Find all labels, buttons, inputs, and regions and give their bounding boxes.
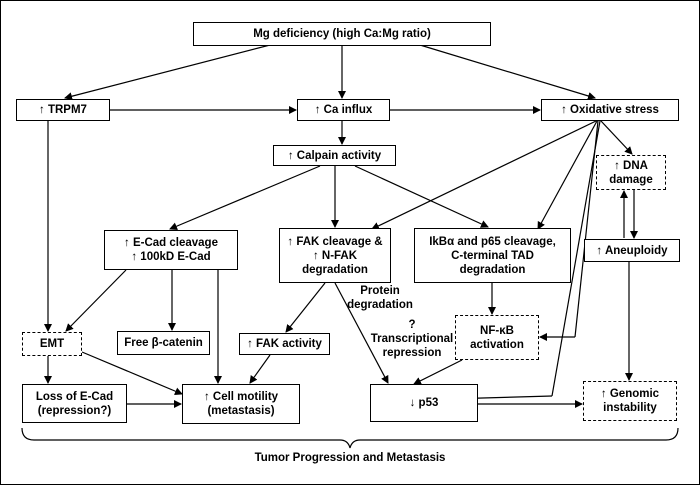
arrow-calpain-ecad (169, 165, 321, 230)
bottom-brace (21, 427, 679, 449)
node-trpm7: ↑ TRPM7 (16, 99, 110, 121)
node-fak-activity: ↑ FAK activity (239, 333, 330, 355)
node-calpain-activity: ↑ Calpain activity (273, 145, 396, 166)
arrow-ox-ikb (537, 120, 598, 230)
arrow-ox-dna (600, 120, 633, 155)
arrow-ox-p53-line (551, 120, 601, 397)
footer-title: Tumor Progression and Metastasis (254, 452, 446, 464)
arrow-mg-ox (419, 44, 596, 100)
node-free-beta-catenin: Free β-catenin (117, 331, 210, 355)
node-aneuploidy: ↑ Aneuploidy (584, 239, 680, 262)
node-p53: ↓ p53 (370, 384, 478, 422)
arrow-fak-fakactivity (285, 282, 326, 333)
node-oxidative-stress: ↑ Oxidative stress (541, 99, 679, 121)
arrow-calpain-ikb (354, 165, 489, 228)
node-mg-deficiency: Mg deficiency (high Ca:Mg ratio) (193, 22, 491, 46)
label-protein-degradation: Protein degradation (347, 285, 413, 311)
arrow-fakactivity-motility (249, 354, 271, 384)
arrow-ecad-emt (65, 269, 127, 332)
arrow-nfkb-p53 (413, 359, 463, 385)
node-loss-of-ecad: Loss of E-Cad (repression?) (22, 384, 127, 423)
label-transcriptional-repression: ? Transcriptional repression (370, 319, 454, 359)
node-genomic-instability: ↑ Genomic instability (583, 381, 677, 421)
node-ca-influx: ↑ Ca influx (297, 99, 390, 121)
arrow-mg-trpm7 (64, 44, 271, 101)
arrow-ox-fak (371, 120, 597, 230)
node-ecad-cleavage: ↑ E-Cad cleavage ↑ 100kD E-Cad (104, 230, 238, 270)
node-nfkb-activation: NF-κB activation (455, 315, 539, 360)
arrow-emt-motility (81, 351, 183, 395)
node-emt: EMT (22, 332, 82, 356)
node-dna-damage: ↑ DNA damage (596, 155, 666, 190)
arrow-fak-p53 (334, 282, 389, 384)
node-fak-cleavage: ↑ FAK cleavage & ↑ N-FAK degradation (279, 228, 391, 283)
node-cell-motility: ↑ Cell motility (metastasis) (182, 384, 300, 424)
node-ikb-cleavage: IkBα and p65 cleavage, C-terminal TAD de… (414, 228, 571, 283)
